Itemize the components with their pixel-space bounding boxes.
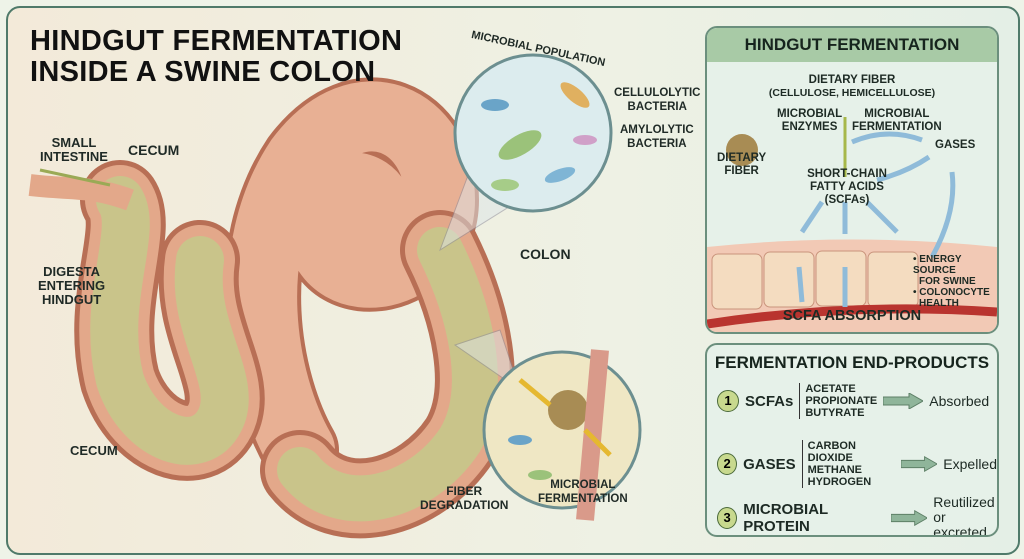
text: MICROBIAL — [550, 479, 616, 491]
product-row: 2 GASES CARBON DIOXIDE METHANE HYDROGEN … — [717, 440, 997, 488]
right-arrow-icon — [901, 456, 938, 472]
product-result: Absorbed — [929, 392, 990, 409]
small-intestine — [28, 168, 134, 211]
hindgut-fermentation-panel: HINDGUT FERMENTATION DIETARY FIBER (CELL… — [705, 26, 999, 334]
scfa-label: SHORT-CHAIN FATTY ACIDS (SCFAs) — [787, 168, 907, 207]
text: FOR SWINE — [919, 276, 976, 287]
text: ENZYMES — [781, 121, 838, 133]
title-line: HINDGUT FERMENTATION — [30, 25, 403, 57]
label-digesta: DIGESTA ENTERING HINDGUT — [38, 265, 105, 307]
bacterium — [544, 167, 576, 183]
text: Reutilized — [933, 494, 995, 510]
bacterium — [481, 99, 509, 111]
text: ACETATE — [805, 383, 856, 395]
product-name: MICROBIAL PROTEIN — [743, 500, 828, 535]
product-name: SCFAs — [745, 392, 794, 410]
text: HYDROGEN — [807, 476, 872, 488]
product-result: Reutilized or excreted — [933, 494, 997, 537]
text: FERMENTATION — [852, 121, 942, 133]
right-arrow-icon — [883, 393, 924, 409]
number-badge: 1 — [717, 390, 739, 412]
right-arrow-icon — [890, 509, 928, 526]
colon-ascending — [260, 210, 515, 539]
blood-vessel — [707, 304, 997, 329]
text: ENTERING — [38, 278, 106, 293]
fermentation-arrow — [583, 428, 612, 457]
benefits-list: • ENERGY SOURCE FOR SWINE • COLONOCYTE H… — [913, 254, 997, 309]
bacterium — [498, 130, 542, 160]
text: DIETARY — [717, 152, 767, 164]
label-cecum-top: CECUM — [128, 142, 180, 158]
page-title: HINDGUT FERMENTATION INSIDE A SWINE COLO… — [30, 26, 402, 88]
product-subtypes: ACETATE PROPIONATE BUTYRATE — [799, 383, 877, 419]
dietary-fiber-top: DIETARY FIBER (CELLULOSE, HEMICELLULOSE) — [767, 74, 937, 100]
scfa-absorption-label: SCFA ABSORPTION — [782, 308, 922, 324]
dietary-fiber-left: DIETARY FIBER — [717, 152, 766, 178]
panel-title: HINDGUT FERMENTATION — [707, 28, 997, 62]
digesta-arrow — [39, 168, 111, 187]
text: HEALTH — [919, 298, 959, 309]
text: BACTERIA — [627, 138, 687, 150]
label-colon: COLON — [520, 246, 571, 262]
text: MICROBIAL — [777, 108, 843, 120]
label-fiber-degradation: FIBER DEGRADATION — [420, 484, 508, 512]
panel-title: FERMENTATION END-PRODUCTS — [714, 353, 990, 372]
label-small-intestine: SMALL INTESTINE — [40, 136, 108, 164]
microbial-fermentation: MICROBIAL FERMENTATION — [852, 108, 942, 134]
text: METHANE — [807, 464, 863, 476]
title-line: INSIDE A SWINE COLON — [30, 56, 376, 88]
fermentation-end-products-panel: FERMENTATION END-PRODUCTS 1 SCFAs ACETAT… — [705, 343, 999, 537]
text: DIGESTA — [43, 264, 100, 279]
text: SHORT-CHAIN — [807, 168, 887, 180]
text: FIBER — [446, 484, 483, 498]
scfa-arrows — [796, 131, 956, 307]
text: (CELLULOSE, HEMICELLULOSE) — [768, 87, 936, 99]
cecum — [74, 160, 265, 481]
fiber-particle — [548, 390, 588, 430]
label-amylolytic: AMYLOLYTIC BACTERIA — [620, 123, 694, 151]
product-row: 1 SCFAs ACETATE PROPIONATE BUTYRATE Abso… — [717, 383, 989, 419]
text: MICROBIAL — [864, 108, 930, 120]
text: • ENERGY SOURCE — [913, 254, 962, 276]
fermentation-arrow — [518, 378, 552, 407]
text: INTESTINE — [40, 149, 108, 164]
microbial-enzymes: MICROBIAL ENZYMES — [777, 108, 842, 134]
bacterium — [560, 82, 590, 108]
text: FIBER — [724, 165, 759, 177]
fermentation-circle — [482, 349, 642, 521]
text: PROPIONATE — [805, 395, 878, 407]
label-cellulolytic: CELLULOLYTIC BACTERIA — [614, 86, 700, 114]
number-badge: 2 — [717, 453, 738, 475]
product-row: 3 MICROBIAL PROTEIN Reutilized or excret… — [717, 494, 997, 537]
microbial-population-circle — [453, 53, 613, 213]
hindgut-schematic — [707, 117, 997, 332]
bacterium — [573, 135, 597, 145]
gases-label: GASES — [935, 139, 976, 151]
text: SMALL — [51, 135, 97, 150]
text: DEGRADATION — [420, 498, 509, 512]
text: HINDGUT — [41, 292, 102, 307]
bacterium — [491, 179, 519, 191]
label-microbial-fermentation: MICROBIAL FERMENTATION — [538, 478, 628, 506]
text: AMYLOLYTIC — [620, 124, 694, 136]
text: or excreted — [933, 509, 987, 537]
fiber-particle-icon — [726, 134, 758, 166]
text: CELLULOLYTIC — [614, 87, 701, 99]
product-subtypes: CARBON DIOXIDE METHANE HYDROGEN — [801, 440, 895, 488]
text: BACTERIA — [627, 101, 687, 113]
text: FATTY ACIDS (SCFAs) — [810, 181, 884, 206]
colon-loop — [223, 77, 480, 489]
text: DIETARY FIBER — [808, 74, 896, 86]
text: FERMENTATION — [538, 493, 628, 505]
product-result: Expelled — [943, 455, 997, 472]
label-cecum-bottom: CECUM — [70, 443, 118, 458]
text: BUTYRATE — [805, 407, 865, 419]
text: CARBON DIOXIDE — [807, 440, 856, 464]
number-badge: 3 — [717, 506, 738, 529]
product-name: GASES — [743, 455, 796, 473]
text: • COLONOCYTE — [913, 287, 990, 298]
